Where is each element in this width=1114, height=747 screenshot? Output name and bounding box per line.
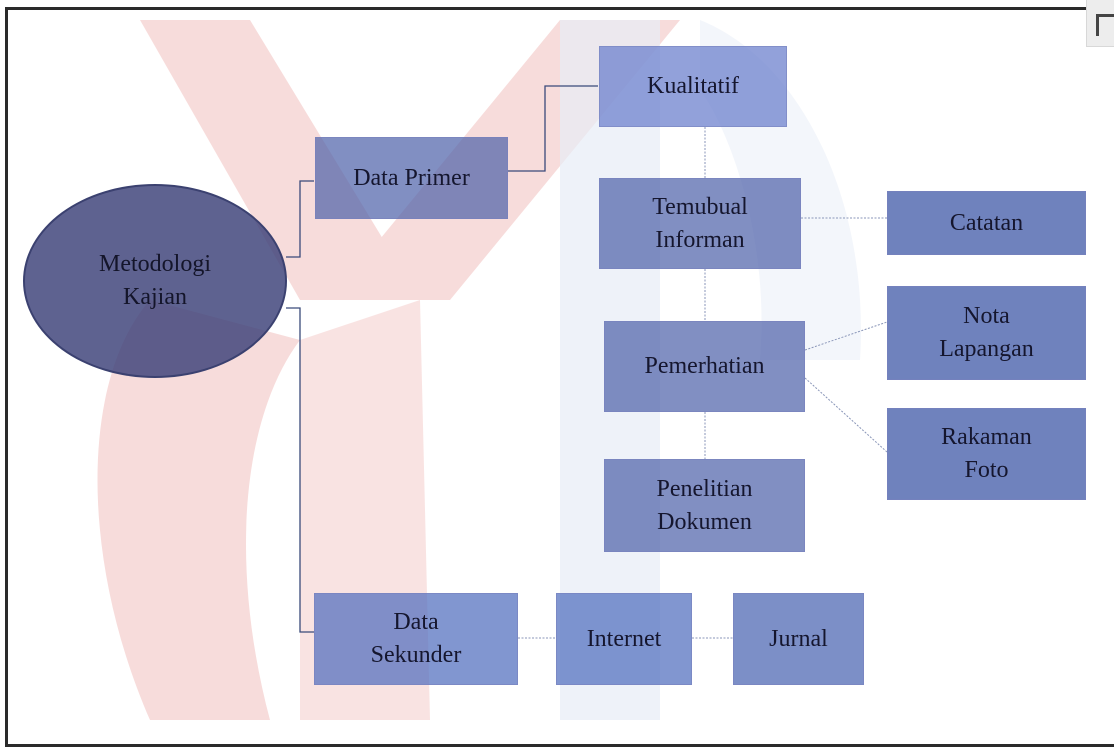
jurnal-label: Jurnal (769, 625, 828, 652)
connector-pemerhatian-nota (804, 321, 888, 351)
temubual-label-2: Informan (655, 226, 745, 253)
nota-label-2: Lapangan (939, 336, 1034, 362)
jurnal-node: Jurnal (733, 593, 864, 685)
data-primer-label: Data Primer (353, 164, 470, 191)
rakaman-label-2: Foto (964, 457, 1009, 483)
metodologi-kajian-node: Metodologi Kajian (23, 184, 287, 378)
internet-node: Internet (556, 593, 692, 685)
catatan-label: Catatan (949, 209, 1024, 236)
connector-root-primer (286, 180, 314, 258)
temubual-label-1: Temubual (652, 193, 748, 220)
pemerhatian-label: Pemerhatian (644, 353, 765, 379)
connector-pemerhatian-rakaman (804, 377, 888, 453)
nota-lapangan-node: Nota Lapangan (887, 286, 1086, 380)
temubual-informan-node: Temubual Informan (599, 178, 801, 269)
corner-tab (1086, 0, 1114, 47)
metodologi-label-1: Metodologi (99, 251, 211, 277)
penelitian-label-2: Dokumen (657, 508, 752, 535)
data-sekunder-label-1: Data (393, 609, 439, 635)
nota-label-1: Nota (963, 303, 1010, 329)
internet-label: Internet (586, 625, 662, 652)
connector-root-sekunder (286, 307, 314, 633)
connector-primer-kualitatif (508, 85, 598, 172)
data-sekunder-label-2: Sekunder (370, 642, 462, 668)
penelitian-dokumen-node: Penelitian Dokumen (604, 459, 805, 552)
rakaman-label-1: Rakaman (941, 424, 1032, 450)
connector-layer (286, 85, 888, 639)
penelitian-label-1: Penelitian (656, 475, 753, 502)
kualitatif-node: Kualitatif (599, 46, 787, 127)
rakaman-foto-node: Rakaman Foto (887, 408, 1086, 500)
data-primer-node: Data Primer (315, 137, 508, 219)
metodologi-label-2: Kajian (123, 284, 187, 310)
kualitatif-label: Kualitatif (647, 73, 739, 99)
data-sekunder-node: Data Sekunder (314, 593, 518, 685)
catatan-node: Catatan (887, 191, 1086, 255)
pemerhatian-node: Pemerhatian (604, 321, 805, 412)
corner-tab-icon (1096, 14, 1114, 36)
